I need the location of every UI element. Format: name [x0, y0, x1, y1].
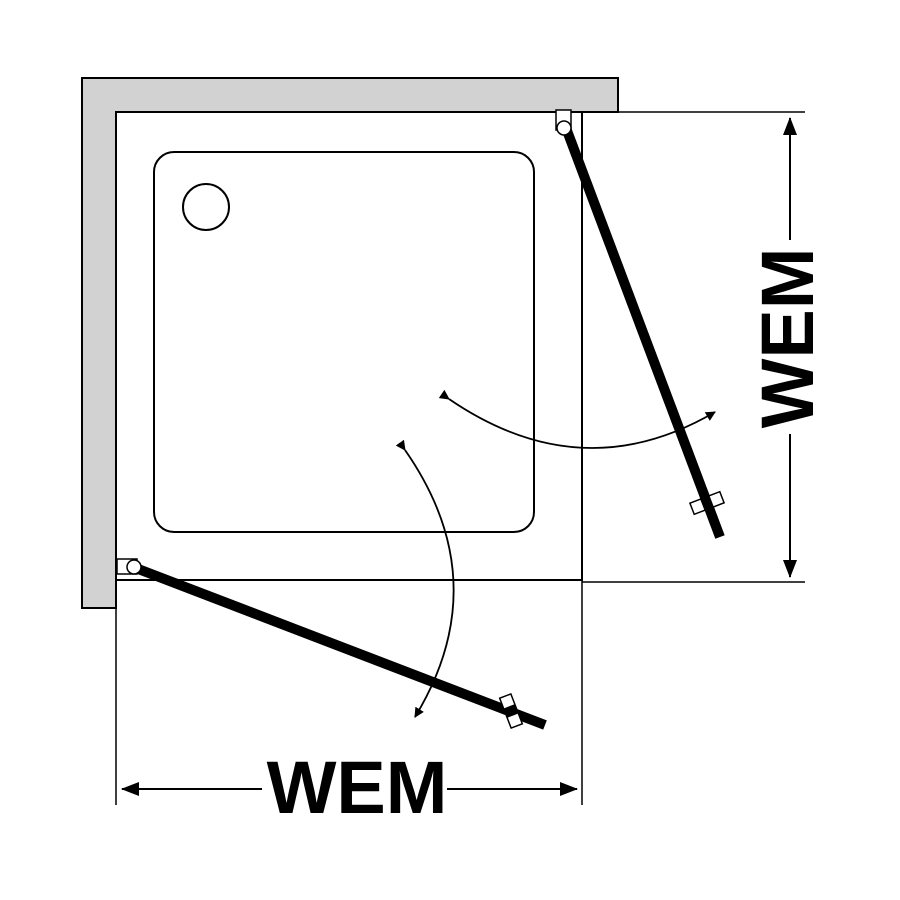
right-door-handle-icon	[688, 490, 726, 516]
shower-tray	[153, 151, 535, 533]
left-door-hinge-icon	[116, 558, 142, 575]
width-dimension-label: WEM	[267, 746, 448, 829]
depth-dimension-label: WEM	[746, 248, 829, 429]
left-door-swing-arc	[395, 439, 455, 718]
right-door-panel	[561, 126, 725, 539]
right-door-swing-arc	[438, 389, 716, 449]
left-door-panel	[131, 562, 547, 730]
left-door-handle-icon	[498, 692, 524, 730]
right-door-hinge-icon	[555, 109, 572, 136]
drain-icon	[182, 183, 230, 231]
shower-base-outline	[116, 111, 583, 581]
